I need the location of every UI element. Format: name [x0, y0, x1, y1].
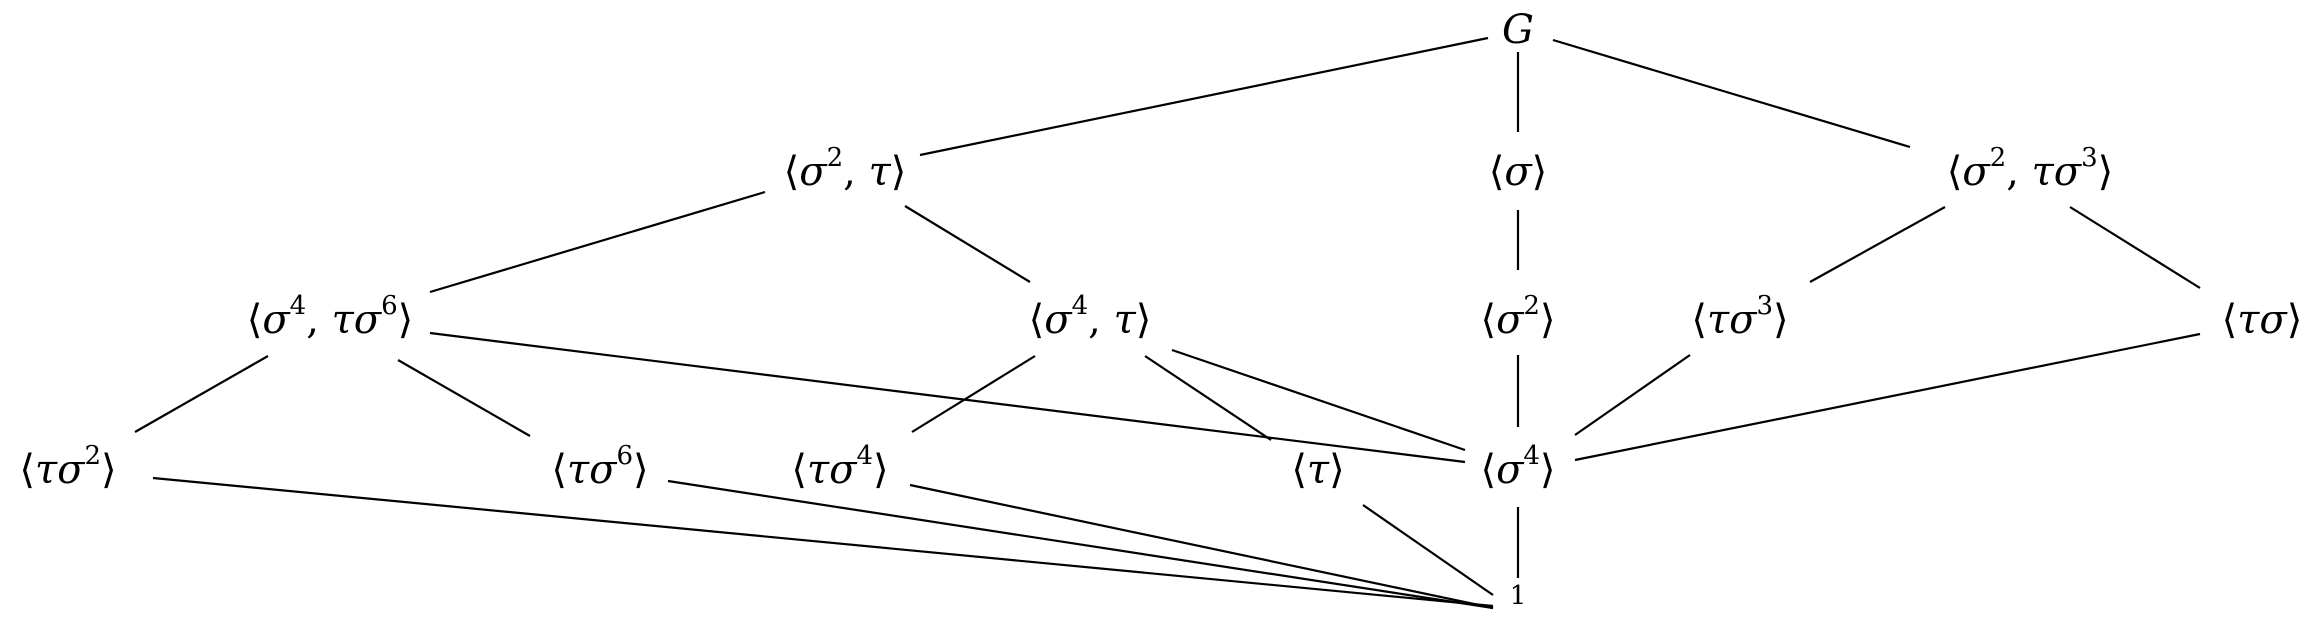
- node-t: ⟨τ⟩: [1291, 447, 1344, 493]
- node-ts4: ⟨τσ4​⟩: [791, 441, 888, 493]
- edge-s4t-t: [1144, 355, 1272, 441]
- edge-G-s2t: [919, 36, 1489, 157]
- edge-s4ts6-s4: [429, 331, 1466, 464]
- edge-ts4-one: [909, 483, 1494, 610]
- node-ts6: ⟨τσ6​⟩: [551, 441, 648, 493]
- edge-t-one: [1362, 504, 1494, 596]
- node-ts: ⟨τσ⟩: [2222, 297, 2303, 343]
- lattice-nodes: G ⟨σ2​, τ⟩ ⟨σ⟩ ⟨σ2​, τσ3​⟩ ⟨σ4​, τσ6​⟩ ⟨σ4​, …: [19, 7, 2302, 611]
- edge-G-s2ts3: [1552, 38, 1911, 149]
- edge-ts3-s4: [1574, 354, 1691, 436]
- node-G: G: [1502, 7, 1534, 53]
- edge-ts2-one: [152, 476, 1494, 608]
- edge-s2t-s4ts6: [429, 190, 766, 294]
- node-one: 1​: [1510, 581, 1527, 611]
- node-ts2: ⟨τσ2​⟩: [19, 441, 116, 493]
- edge-s2t-s4t: [904, 205, 1031, 283]
- node-s2t: ⟨σ2​, τ⟩: [784, 143, 907, 195]
- edge-s4t-s4: [1171, 348, 1466, 452]
- node-ts3: ⟨τσ3​⟩: [1691, 291, 1788, 343]
- node-s2ts3: ⟨σ2​, τσ3​⟩: [1947, 143, 2114, 195]
- edge-ts6-one: [667, 479, 1494, 610]
- node-s: ⟨σ⟩: [1489, 149, 1548, 195]
- edge-ts-s4: [1574, 332, 2201, 462]
- node-s2: ⟨σ2​⟩: [1480, 291, 1555, 343]
- lattice-edges: [134, 36, 2201, 610]
- node-s4ts6: ⟨σ4​, τσ6​⟩: [247, 291, 414, 343]
- edge-s4t-ts4: [911, 355, 1036, 433]
- edge-s2ts3-ts3: [1809, 206, 1946, 283]
- edge-s4ts6-ts2: [134, 355, 269, 433]
- edge-s4ts6-ts6: [397, 359, 531, 437]
- node-s4t: ⟨σ4​, τ⟩: [1029, 291, 1152, 343]
- node-s4: ⟨σ4​⟩: [1480, 441, 1555, 493]
- edge-s2ts3-ts: [2069, 206, 2201, 289]
